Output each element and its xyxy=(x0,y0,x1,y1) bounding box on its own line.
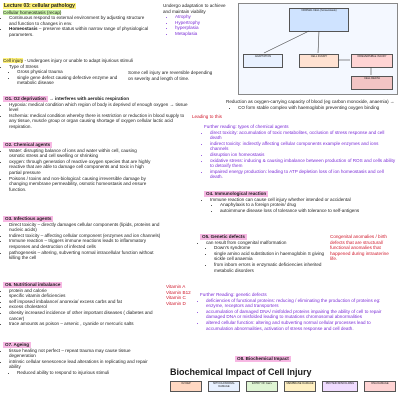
biochem-title: Biochemical Impact of Cell Injury xyxy=(170,367,312,377)
o7-heading: O7. Ageing xyxy=(3,342,32,348)
stress-type-label: Type of Stress xyxy=(9,64,233,70)
diagram-box: CELL DEATH xyxy=(351,76,393,90)
further-reading-genetic: Further Reading: genetic defects deficie… xyxy=(200,292,396,331)
o4-line: Immune reaction can cause cell injury wh… xyxy=(210,197,396,203)
stress-type: single gene defect causing defective enz… xyxy=(17,75,127,86)
o1-section: O1. O2 deprivation → interferes with aer… xyxy=(3,96,188,130)
o6-item: protein and calorie xyxy=(9,288,163,294)
homeostasis-recap-label: Cellular homeostasis (recap) xyxy=(3,9,62,15)
o3-section: O3. Infectious agents Direct toxicity – … xyxy=(3,216,163,261)
o5-line: can result from congenital malformation xyxy=(206,240,325,246)
further-item: oxidative stress: inducing & causing imb… xyxy=(210,158,396,169)
further-item: disruption ion homeostasis xyxy=(210,152,396,158)
further-item: direct toxicity: accumulation of toxic m… xyxy=(210,130,396,141)
o6-item: specific vitamin deficiencies xyxy=(9,293,163,299)
o4-section: O4. Immunological reaction Immune reacti… xyxy=(204,191,396,213)
diagram-box: CELL INJURY xyxy=(299,54,339,68)
homeostasis-bullet-1: Continuous respond to external environme… xyxy=(9,15,153,26)
o6-item: trace amounts as poison – arsenic , cyan… xyxy=(9,321,163,327)
o3-item: Immune reaction – triggers immune reacti… xyxy=(9,238,163,249)
o2-section: O2. Chemical agents Water: disrupting ba… xyxy=(3,142,153,192)
biochem-box: DNA DAMAGE xyxy=(364,381,396,392)
further-genetic-item: deficiencies of functional proteins: red… xyxy=(206,298,396,309)
o7-item: Reduced ability to respond to injurious … xyxy=(17,370,153,376)
o3-heading: O3. Infectious agents xyxy=(3,216,54,222)
adaptation-item: Metaplasia xyxy=(175,31,233,37)
o5-item: from inborn errors in enzymatic deficien… xyxy=(214,262,325,273)
biochem-box: ENTRY OF Ca2+ xyxy=(246,381,278,392)
vitamin-list: Vitamin A Vitamin B12 Vitamin C Vitamin … xyxy=(166,284,196,306)
biochem-box: MEMBRANE DAMAGE xyxy=(284,381,316,392)
o2-heading: O2. Chemical agents xyxy=(3,142,53,148)
o4-sub: Anaphylaxis to a foreign protein/ drug xyxy=(220,202,396,208)
o7-item: intrinsic cellular senescence lead alter… xyxy=(9,359,153,370)
further-genetic-item: accumulation of damaged DNA/ misfolded p… xyxy=(206,309,396,320)
o5-section: O5. Genetic defects can result from cong… xyxy=(200,234,325,273)
adaptation-item: hyperplasia xyxy=(175,25,233,31)
hypoxia-def: Hypoxia: medical condition which region … xyxy=(9,102,188,113)
ischemia-def: Ischemia: medical condition whereby ther… xyxy=(9,113,188,130)
further-item: indirect toxicity: indirectly affecting … xyxy=(210,141,396,152)
cell-injury-desc: - Undergoes injury or unable to adapt in… xyxy=(24,58,133,63)
header-block: Lecture 03: cellular pathology Cellular … xyxy=(3,3,153,38)
biochem-box: PROTEIN MISFOLDING xyxy=(322,381,358,392)
vitamin-item: Vitamin C xyxy=(166,295,186,301)
adaptation-item: Atrophy xyxy=(175,14,233,20)
diagram-arrows xyxy=(263,30,372,75)
cell-injury-label: Cell injury xyxy=(3,58,24,63)
o6-item: obesity increased incidence of other imp… xyxy=(9,310,163,321)
diagram-box: NORMAL CELL (homeostasis) xyxy=(289,8,349,32)
cell-injury-section: Cell injury - Undergoes injury or unable… xyxy=(3,58,233,86)
biochem-box: MITOCHONDRIAL DAMAGE xyxy=(208,381,240,392)
cell-injury-diagram: NORMAL CELL (homeostasis) ADAPTATION CEL… xyxy=(238,3,398,95)
water-item: Water: disrupting balance of ions and wa… xyxy=(9,148,153,159)
biochem-diagram: O2 DEP MITOCHONDRIAL DAMAGE ENTRY OF Ca2… xyxy=(170,380,398,399)
oxygen-item: oxygen: through generation of reactive o… xyxy=(9,159,153,176)
o6-item: excess cholesterol xyxy=(9,304,163,310)
o1-arrow: → interferes with aerobic respiration xyxy=(49,96,130,101)
poisons-item: Poisons / toxins and non-biological: cau… xyxy=(9,176,153,193)
vitamin-item: Vitamin A xyxy=(166,284,186,289)
o8-heading-wrap: O8. Biochemical Impact xyxy=(235,356,291,362)
o7-item: tissue healing not perfect – repeat trau… xyxy=(9,348,153,359)
further-genetic-item: altered cellular function: altering and … xyxy=(206,320,396,331)
further-reading-genetic-heading: Further Reading: genetic defects xyxy=(200,292,267,297)
o8-heading: O8. Biochemical Impact xyxy=(235,356,291,362)
o6-section: O6. Nutritional imbalance protein and ca… xyxy=(3,282,163,327)
diagram-box: ADAPTATION xyxy=(243,54,283,68)
further-reading-heading: Further reading: types of chemical agent… xyxy=(204,124,289,129)
o5-heading: O5. Genetic defects xyxy=(200,234,247,240)
o4-sub: autoimmune disease loss of tolerance wit… xyxy=(220,208,396,214)
diagram-box: IRREVERSIBLE INJURY xyxy=(351,54,393,68)
leading-note: Leading to this xyxy=(192,114,222,119)
adaptation-note: Undergo adaptation to achieve and mainta… xyxy=(163,3,233,37)
o1-reduction: Reduction as oxygen-carrying capacity of… xyxy=(226,99,396,110)
o4-heading: O4. Immunological reaction xyxy=(204,191,269,197)
lecture-title: Lecture 03: cellular pathology xyxy=(3,3,76,9)
o6-item: self imposed imbalance/ anorexia/ excess… xyxy=(9,299,163,305)
o5-item: single amino acid substitution in haemog… xyxy=(214,251,325,262)
o3-item: Indirect toxicity – affecting cellular c… xyxy=(9,233,163,239)
reversible-note: Some cell injury are reversible dependin… xyxy=(128,70,213,81)
further-item: impaired energy production: leading to A… xyxy=(210,169,396,180)
reduction-text: Reduction as oxygen-carrying capacity of… xyxy=(226,99,395,104)
vitamin-item: Vitamin B12 xyxy=(166,289,191,295)
stress-type: Gross physical trauma xyxy=(17,69,127,75)
adaptation-item: Hypertrophy xyxy=(175,20,233,26)
congenital-note: Congenital anomalies / birth defects tha… xyxy=(330,234,389,262)
co-text: CO form stable complex with haemoglobin … xyxy=(238,105,396,111)
o7-section: O7. Ageing tissue healing not perfect – … xyxy=(3,342,153,376)
vitamin-item: Vitamin D xyxy=(166,300,186,306)
o3-item: pathogenesis – altering, subverting norm… xyxy=(9,250,163,261)
homeostasis-bullet-2: Homeostasis – preserve status within nar… xyxy=(9,26,153,37)
biochem-box: O2 DEP xyxy=(170,381,202,392)
o6-heading: O6. Nutritional imbalance xyxy=(3,282,63,288)
o1-heading: O1. O2 deprivation xyxy=(3,96,48,102)
o3-item: Direct toxicity – directly damages cellu… xyxy=(9,222,163,233)
further-reading-chemical: Further reading: types of chemical agent… xyxy=(204,124,396,180)
adaptation-text: Undergo adaptation to achieve and mainta… xyxy=(163,3,226,14)
o5-item: Down's syndrome xyxy=(214,245,325,251)
